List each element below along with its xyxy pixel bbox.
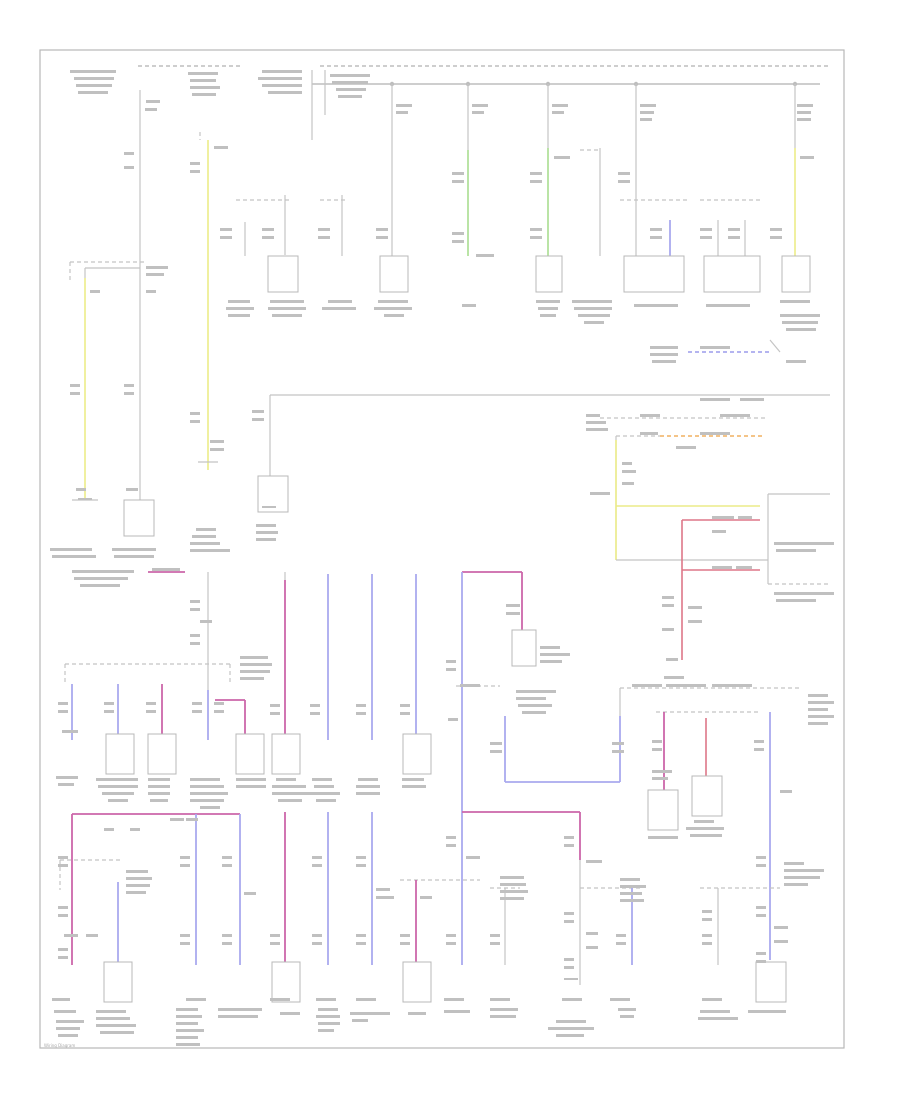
component-box-r1 (647, 789, 679, 831)
door-relay-box-c (781, 255, 811, 293)
left-feed-gray (69, 90, 168, 558)
component-box-c3 (511, 629, 537, 667)
bottom-label-marks (52, 998, 786, 1046)
component-box-b2 (271, 961, 301, 1003)
door-relay-box-a (623, 255, 685, 293)
component-box-b3 (402, 961, 432, 1003)
center-columns (270, 571, 621, 830)
component-box-c2 (402, 733, 432, 775)
lower-left-harness (56, 568, 272, 809)
top-power-bus (70, 65, 830, 140)
right-blue-link (650, 339, 806, 363)
fog-light-relay-box (267, 255, 299, 293)
corner-label: Wiring Diagram (44, 1043, 75, 1048)
component-box-b1 (103, 961, 133, 1003)
top-row-text-marks (220, 104, 820, 331)
top-components-row (220, 84, 820, 331)
left-feed-yellow (50, 278, 100, 558)
diagram-frame (39, 49, 845, 1049)
bottom-section (52, 811, 824, 1046)
door-relay-box-b (703, 255, 761, 293)
ground-symbol-icon (78, 498, 578, 980)
top-header-text-marks (70, 70, 370, 98)
component-box-l2 (147, 733, 177, 775)
brake-light-switch-box (379, 255, 409, 293)
fuse-box-component (123, 499, 155, 537)
component-box-l1 (105, 733, 135, 775)
component-box-l3 (235, 733, 265, 775)
right-cluster (612, 676, 834, 960)
middle-trunk (252, 394, 834, 661)
fuel-pump-relay-box (535, 255, 563, 293)
yellow-feed-center (190, 132, 230, 552)
component-box-b4 (755, 961, 787, 1003)
component-box-r2 (691, 775, 723, 817)
component-box-c1 (271, 733, 301, 775)
